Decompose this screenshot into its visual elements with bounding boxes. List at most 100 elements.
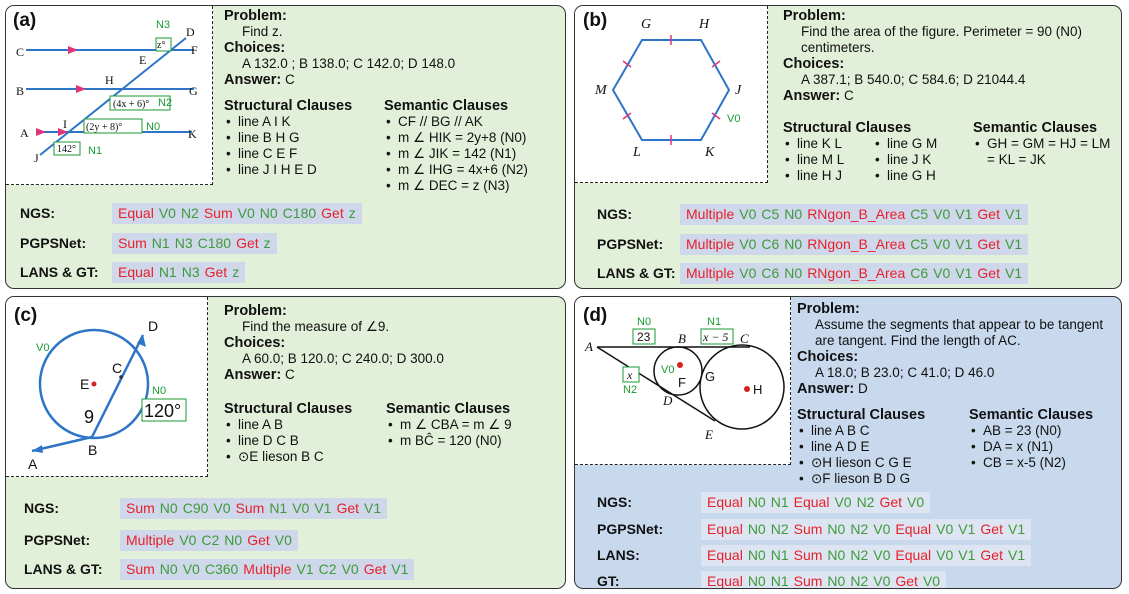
sequence-operator: Get: [336, 500, 360, 516]
sequence-operand: N0: [259, 205, 278, 221]
point-label: K: [188, 127, 197, 141]
semantic-clauses: Semantic Clauses CF // BG // AK m ∠ HIK …: [384, 98, 564, 194]
point-label: H: [753, 382, 762, 397]
sequence-operator: Get: [980, 521, 1003, 537]
structural-clauses: Structural Clauses line K L line M L lin…: [783, 120, 963, 184]
problem-heading: Problem:: [224, 303, 287, 319]
sequence-operand: V0: [274, 532, 292, 548]
sequence-operand: N0: [784, 265, 803, 281]
sequence-operand: C6: [761, 236, 780, 252]
angle-label: (2y + 8)°: [86, 122, 122, 133]
sequence-operator: Get: [879, 494, 903, 510]
sequence-operator: Get: [977, 206, 1000, 222]
sequence-operand: N0: [827, 547, 846, 563]
sequence-operand: N2: [856, 494, 875, 510]
structural-clause: line B H G: [224, 130, 384, 146]
structural-heading: Structural Clauses: [224, 401, 353, 417]
problem-heading: Problem:: [224, 8, 287, 24]
point-label: C: [16, 45, 24, 59]
sequence-operand: C180: [197, 235, 232, 251]
method-name: LANS & GT:: [597, 265, 676, 281]
tag-label: N3: [156, 19, 170, 31]
sequence-operand: C180: [282, 205, 317, 221]
point-label: A: [28, 456, 38, 472]
panel-label: (c): [14, 305, 38, 326]
sequence-operator: Multiple: [126, 532, 175, 548]
sequence-operator: Equal: [118, 264, 154, 280]
sequence-operand: N1: [770, 494, 789, 510]
point-label: C: [740, 331, 749, 346]
semantic-clause: CB = x-5 (N2): [969, 455, 1119, 471]
point-label: A: [584, 339, 593, 354]
structural-clause: ⊙E lieson B C: [224, 449, 384, 465]
point-label: M: [594, 83, 608, 98]
problem-text: Find the area of the figure. Perimeter =…: [801, 24, 1083, 55]
sequence-operator: Equal: [793, 494, 830, 510]
sequence-operand: V0: [936, 521, 954, 537]
semantic-clause: DA = x (N1): [969, 439, 1119, 455]
sequence-operand: V1: [314, 500, 332, 516]
sequence-operator: Get: [977, 265, 1000, 281]
length-label: x: [626, 368, 633, 382]
sequence-operand: V0: [834, 494, 852, 510]
problem-block: Problem: Find z. Choices: A 132.0 ; B 13…: [224, 8, 560, 88]
sequence-operator: Equal: [118, 205, 154, 221]
answer-heading: Answer:: [224, 367, 282, 383]
problem-block: Problem: Find the area of the figure. Pe…: [783, 8, 1118, 104]
sequence-operand: V0: [933, 265, 951, 281]
problem-heading: Problem:: [783, 8, 846, 24]
point-label: D: [662, 393, 673, 408]
semantic-clause: m ∠ HIK = 2y+8 (N0): [384, 130, 564, 146]
sequence-operand: V0: [933, 206, 951, 222]
sequence-operand: V1: [296, 561, 314, 577]
sequence-operand: V1: [1008, 521, 1026, 537]
semantic-heading: Semantic Clauses: [384, 98, 509, 114]
point-label: J: [34, 151, 39, 165]
point-label: D: [186, 25, 195, 39]
sequence-operator: Get: [977, 236, 1000, 252]
sequence-operand: N0: [747, 547, 766, 563]
structural-clauses: Structural Clauses line A B line D C B ⊙…: [224, 401, 384, 465]
length-label: 23: [637, 330, 651, 344]
angle-label: z°: [157, 40, 165, 51]
answer-value: C: [284, 367, 295, 382]
problem-heading: Problem:: [797, 301, 860, 317]
structural-clause: line A B: [224, 417, 384, 433]
choices-text: A 387.1; B 540.0; C 584.6; D 21044.4: [801, 72, 1026, 87]
sequence-operand: V1: [955, 236, 973, 252]
structural-clause: line K L: [783, 136, 873, 152]
tag-label: N1: [707, 316, 721, 328]
diagram-c: D C E A B 9 120° V0 N0: [28, 318, 187, 472]
sequence-operator: Multiple: [686, 265, 735, 281]
point-label: C: [112, 360, 122, 376]
tag-label: V0: [727, 113, 740, 125]
structural-clause: line D C B: [224, 433, 384, 449]
sequence-operand: V0: [922, 573, 941, 589]
sequence-operator: Equal: [895, 521, 932, 537]
sequence-operand: C5: [761, 206, 780, 222]
semantic-clauses: Semantic Clauses AB = 23 (N0) DA = x (N1…: [969, 407, 1119, 471]
sequence-operand: N0: [747, 494, 766, 510]
semantic-clause: m ∠ IHG = 4x+6 (N2): [384, 162, 564, 178]
sequence-operand: N0: [827, 521, 846, 537]
choices-heading: Choices:: [224, 40, 286, 56]
answer-value: C: [284, 72, 295, 87]
sequence-operand: V1: [958, 521, 976, 537]
semantic-heading: Semantic Clauses: [386, 401, 511, 417]
point-label: A: [20, 126, 29, 140]
method-name: LANS & GT:: [20, 264, 99, 280]
method-name: PGPSNet:: [597, 521, 664, 537]
angle-label: 120°: [144, 401, 181, 421]
tag-label: N2: [158, 97, 172, 109]
structural-clause: line J I H E D: [224, 162, 384, 178]
choices-text: A 18.0; B 23.0; C 41.0; D 46.0: [815, 365, 995, 380]
choices-heading: Choices:: [797, 349, 859, 365]
angle-label: (4x + 6)°: [113, 99, 149, 110]
structural-clause: line G M: [873, 136, 963, 152]
sequence-operand: N2: [770, 521, 789, 537]
semantic-heading: Semantic Clauses: [973, 120, 1098, 136]
tag-label: N0: [152, 385, 166, 397]
problem-text: Find z.: [242, 24, 283, 39]
panel-c: D C E A B 9 120° V0 N0 (c) Problem: Find…: [5, 296, 566, 589]
